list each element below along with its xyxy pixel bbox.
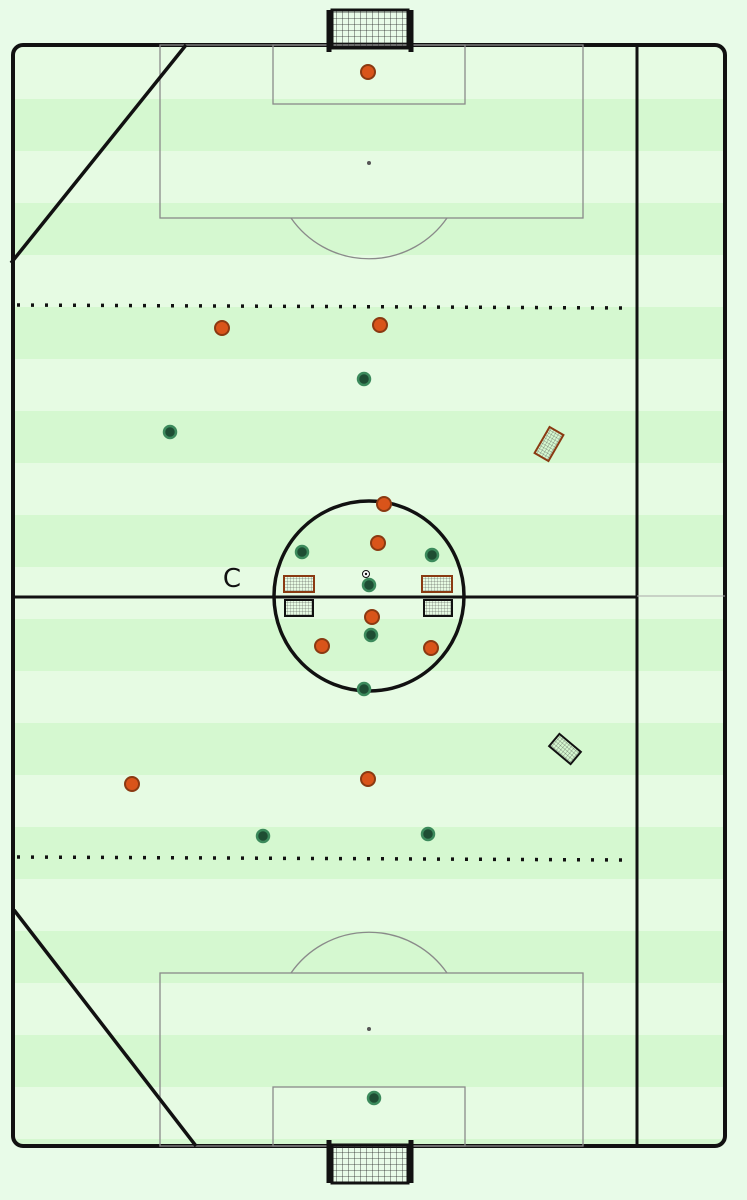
grass-stripe	[15, 463, 723, 515]
bottom-penalty-arc	[290, 931, 448, 974]
grass-stripe	[15, 151, 723, 203]
grass-stripe	[15, 359, 723, 411]
mini-goal	[283, 575, 315, 593]
grass-stripe	[15, 931, 723, 983]
grass-stripe	[15, 1035, 723, 1087]
grass-stripe	[15, 983, 723, 1035]
green-player	[356, 371, 372, 387]
grass-stripe	[15, 99, 723, 151]
green-player	[356, 681, 372, 697]
orange-player	[360, 64, 376, 80]
top-dotted-line	[16, 303, 626, 310]
orange-player	[376, 496, 392, 512]
bottom-penalty-spot	[367, 1027, 371, 1031]
zone-label: C	[223, 564, 241, 594]
grass-stripe	[15, 671, 723, 723]
mini-goal	[533, 425, 565, 463]
grass-stripes	[15, 47, 723, 1146]
green-player	[361, 577, 377, 593]
mini-goal	[423, 599, 453, 617]
green-player	[294, 544, 310, 560]
green-player	[255, 828, 271, 844]
ball-icon	[362, 570, 370, 578]
mini-goal	[547, 732, 583, 766]
green-team	[162, 371, 440, 1106]
top-penalty-spot	[367, 161, 371, 165]
green-player	[366, 1090, 382, 1106]
green-player	[363, 627, 379, 643]
grass-stripe	[15, 307, 723, 359]
grass-stripe	[15, 515, 723, 567]
grass-stripe	[15, 723, 723, 775]
orange-player	[423, 640, 439, 656]
top-penalty-arc	[290, 217, 448, 260]
grass-stripe	[15, 1139, 723, 1146]
green-player	[162, 424, 178, 440]
orange-player	[314, 638, 330, 654]
orange-player	[364, 609, 380, 625]
grass-stripe	[15, 827, 723, 879]
mini-goal	[284, 599, 314, 617]
orange-player	[124, 776, 140, 792]
bottom-diagonal-line	[12, 908, 198, 1148]
top-diagonal-line	[9, 43, 188, 265]
orange-player	[370, 535, 386, 551]
green-player	[420, 826, 436, 842]
orange-player	[214, 320, 230, 336]
grass-stripe	[15, 879, 723, 931]
grass-stripe	[15, 203, 723, 255]
grass-stripe	[15, 255, 723, 307]
green-player	[424, 547, 440, 563]
mini-goal	[421, 575, 453, 593]
bottom-dotted-line	[16, 855, 626, 862]
bottom-goal	[326, 1140, 414, 1185]
orange-player	[372, 317, 388, 333]
orange-team	[124, 64, 439, 792]
grass-stripe	[15, 619, 723, 671]
orange-player	[360, 771, 376, 787]
top-goal	[326, 8, 414, 52]
grass-stripe	[15, 411, 723, 463]
